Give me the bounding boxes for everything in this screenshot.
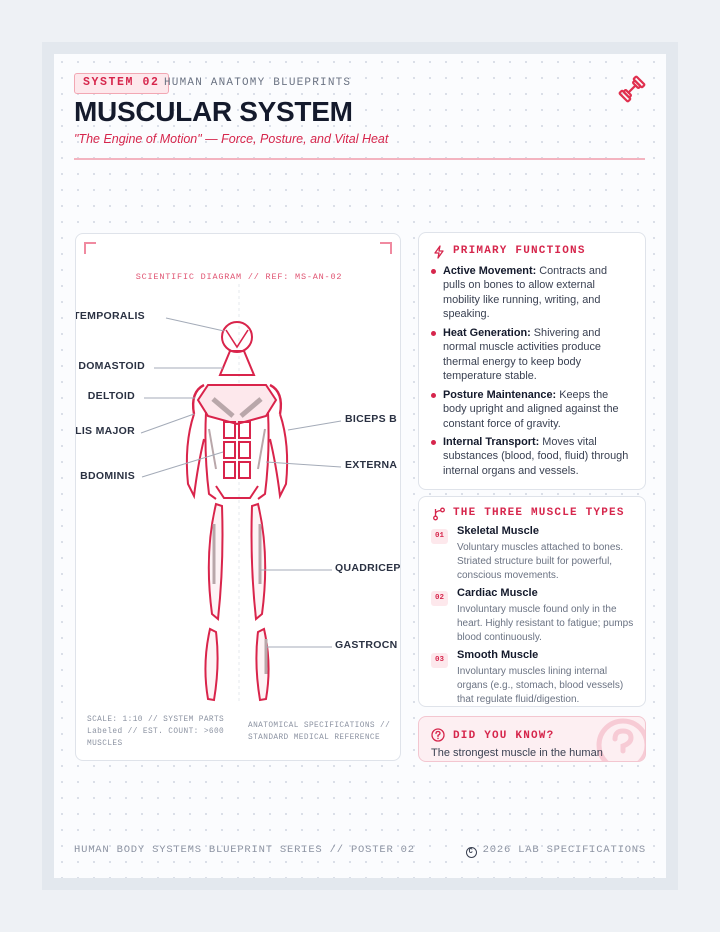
muscle-type-item: 02 Cardiac Muscle Involuntary muscle fou… — [431, 587, 637, 647]
functions-heading: PRIMARY FUNCTIONS — [453, 245, 586, 257]
label-gastrocnemius: GASTROCN — [335, 639, 398, 651]
type-number: 01 — [431, 529, 448, 544]
function-term: Posture Maintenance: — [443, 389, 557, 401]
dumbbell-icon — [618, 75, 646, 103]
corner-mark — [84, 242, 96, 254]
diagram-reference: SCIENTIFIC DIAGRAM // REF: MS-AN-02 — [135, 272, 343, 282]
did-you-know-heading: DID YOU KNOW? — [453, 730, 555, 742]
anatomy-diagram-card: SCIENTIFIC DIAGRAM // REF: MS-AN-02 — [75, 233, 401, 761]
type-name: Cardiac Muscle — [457, 587, 538, 599]
muscle-types-card: THE THREE MUSCLE TYPES 01 Skeletal Muscl… — [418, 496, 646, 707]
lightning-icon — [434, 245, 444, 259]
type-description: Involuntary muscle found only in the hea… — [457, 604, 634, 643]
muscle-type-item: 03 Smooth Muscle Involuntary muscles lin… — [431, 649, 637, 706]
type-name: Smooth Muscle — [457, 649, 539, 661]
corner-mark — [380, 242, 392, 254]
header-divider — [74, 158, 645, 160]
label-quadriceps: QUADRICEP — [335, 562, 401, 574]
bullet — [431, 269, 436, 274]
label-temporalis: TEMPORALIS — [75, 310, 145, 322]
question-icon — [431, 728, 445, 742]
label-mastoid: DOMASTOID — [78, 360, 145, 372]
did-you-know-card: DID YOU KNOW? The strongest muscle in th… — [418, 716, 646, 762]
function-term: Internal Transport: — [443, 436, 540, 448]
types-heading: THE THREE MUSCLE TYPES — [453, 507, 625, 519]
did-you-know-text: The strongest muscle in the human — [431, 747, 603, 759]
branch-icon — [433, 507, 445, 521]
type-name: Skeletal Muscle — [457, 525, 539, 537]
function-item: Active Movement: Contracts and pulls on … — [431, 264, 631, 321]
diagram-footer-left: SCALE: 1:10 // SYSTEM PARTS Labeled // E… — [87, 714, 224, 750]
label-abdominis: BDOMINIS — [80, 470, 135, 482]
question-watermark-icon — [596, 718, 645, 761]
poster: SYSTEM 02 HUMAN ANATOMY BLUEPRINTS MUSCU… — [54, 54, 666, 878]
type-number: 02 — [431, 591, 448, 606]
series-label: HUMAN ANATOMY BLUEPRINTS — [164, 77, 352, 89]
label-pectoralis: LIS MAJOR — [75, 425, 135, 437]
footer-line: SCALE: 1:10 // SYSTEM PARTS — [87, 716, 225, 724]
label-biceps: BICEPS B — [345, 413, 397, 425]
system-badge: SYSTEM 02 — [74, 73, 169, 94]
muscle-type-item: 01 Skeletal Muscle Voluntary muscles att… — [431, 525, 637, 585]
function-item: Heat Generation: Shivering and normal mu… — [431, 326, 631, 383]
function-term: Active Movement: — [443, 265, 537, 277]
footer-line: STANDARD MEDICAL REFERENCE — [248, 734, 381, 742]
function-term: Heat Generation: — [443, 327, 531, 339]
label-external-oblique: EXTERNA — [345, 459, 398, 471]
function-item: Posture Maintenance: Keeps the body upri… — [431, 388, 631, 431]
footer-line: MUSCLES — [87, 740, 123, 748]
bullet — [431, 393, 436, 398]
copyright-icon: C — [465, 847, 477, 858]
footer-line: ANATOMICAL SPECIFICATIONS // — [248, 722, 391, 730]
function-text: Shivering and normal muscle activities p… — [443, 327, 601, 382]
function-text: Contracts and pulls on bones to allow ex… — [443, 265, 608, 320]
type-number: 03 — [431, 653, 448, 668]
primary-functions-card: PRIMARY FUNCTIONS Active Movement: Contr… — [418, 232, 646, 490]
footer-copyright: C 2026 LAB SPECIFICATIONS — [465, 844, 646, 858]
bullet — [431, 440, 436, 445]
type-description: Voluntary muscles attached to bones. Str… — [457, 542, 624, 581]
muscular-figure — [140, 284, 342, 704]
diagram-footer-right: ANATOMICAL SPECIFICATIONS // STANDARD ME… — [248, 720, 390, 744]
footer-series: HUMAN BODY SYSTEMS BLUEPRINT SERIES // P… — [74, 844, 415, 856]
page-subtitle: "The Engine of Motion" — Force, Posture,… — [74, 132, 389, 146]
function-item: Internal Transport: Moves vital substanc… — [431, 435, 631, 478]
page-title: MUSCULAR SYSTEM — [74, 96, 353, 127]
footer-copyright-text: 2026 LAB SPECIFICATIONS — [482, 844, 646, 856]
label-deltoid: DELTOID — [87, 390, 135, 402]
function-text: Keeps the body upright and aligned again… — [443, 389, 619, 430]
footer-line: Labeled // EST. COUNT: >600 — [87, 728, 225, 736]
type-description: Involuntary muscles lining internal orga… — [457, 666, 624, 705]
function-text: Moves vital substances (blood, food, flu… — [443, 436, 629, 477]
bullet — [431, 331, 436, 336]
